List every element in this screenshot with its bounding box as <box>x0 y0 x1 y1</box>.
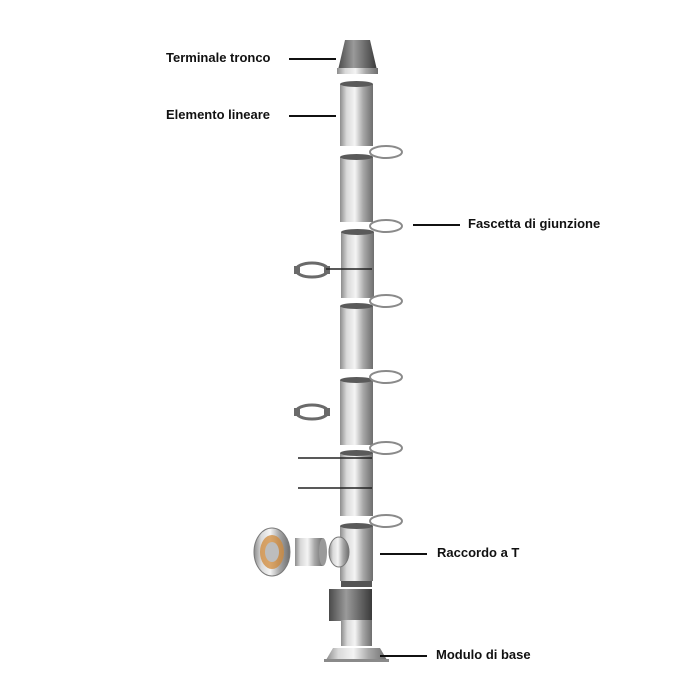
pipe-segment-4 <box>340 303 373 369</box>
clamp-ring-5 <box>369 441 403 455</box>
base-module <box>324 581 389 662</box>
clamp-ring-1 <box>369 145 403 159</box>
terminal-cap <box>337 40 378 74</box>
pipe-segment-6 <box>340 450 373 516</box>
label-terminal: Terminale tronco <box>166 50 271 65</box>
pipe-segment-2 <box>340 154 373 222</box>
leader-tee <box>380 553 427 555</box>
leader-junction-clamp <box>413 224 460 226</box>
label-junction-clamp: Fascetta di giunzione <box>468 216 601 231</box>
label-tee: Raccordo a T <box>437 545 520 560</box>
clamp-ring-4 <box>369 370 403 384</box>
pipe-segment-1 <box>340 81 373 146</box>
leader-linear-element <box>289 115 336 117</box>
pipe-segment-3 <box>341 229 374 298</box>
clamp-ring-6 <box>369 514 403 528</box>
tee-connector <box>328 523 373 581</box>
wall-bracket-2 <box>294 403 330 421</box>
leader-terminal <box>289 58 336 60</box>
label-base-module: Modulo di base <box>436 647 531 662</box>
leader-base-module <box>380 655 427 657</box>
junction-clamps <box>369 145 403 528</box>
clamp-ring-3 <box>369 294 403 308</box>
label-linear-element: Elemento lineare <box>166 107 271 122</box>
clamp-ring-2 <box>369 219 403 233</box>
wall-bracket-1 <box>294 261 372 279</box>
pipe-segment-5 <box>340 377 373 445</box>
inspection-cap <box>253 527 327 577</box>
